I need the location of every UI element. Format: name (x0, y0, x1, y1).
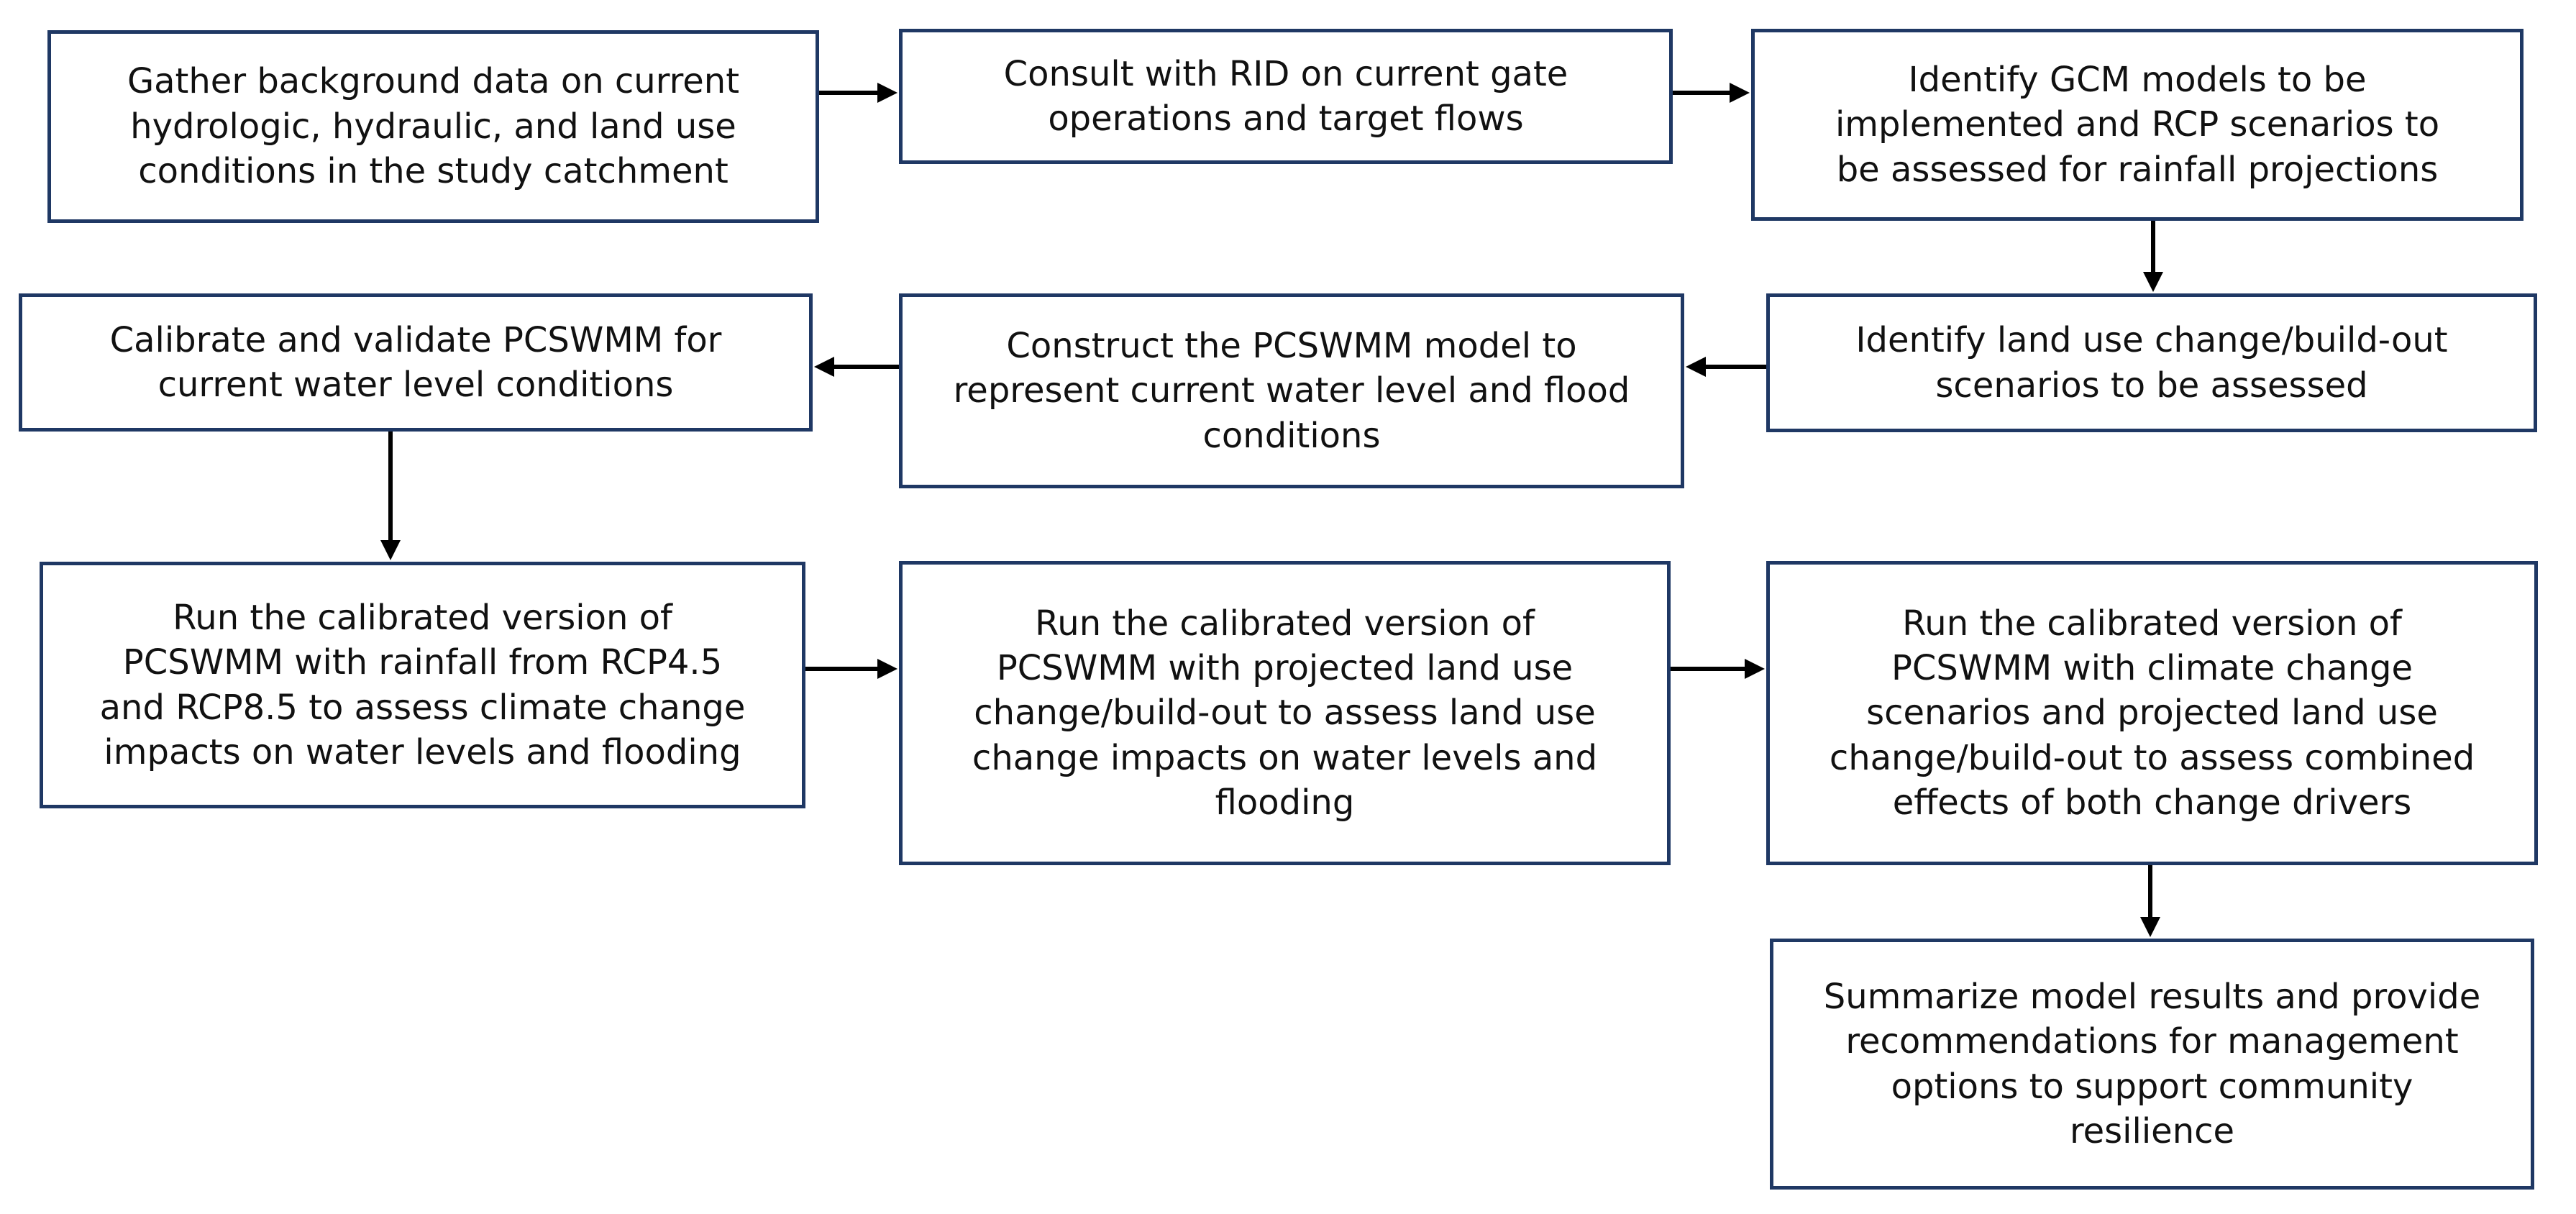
step-text: Summarize model results and provide reco… (1823, 976, 2481, 1151)
step-text: Calibrate and validate PCSWMM for curren… (109, 319, 722, 405)
arrow-s2-to-s3 (1673, 83, 1750, 103)
arrow-s3-to-s4 (2143, 221, 2163, 292)
step-run-land-use-change: Run the calibrated version of PCSWMM wit… (899, 561, 1671, 865)
step-consult-rid: Consult with RID on current gate operati… (899, 29, 1673, 164)
step-summarize-results: Summarize model results and provide reco… (1770, 939, 2534, 1190)
step-construct-pcswmm-model: Construct the PCSWMM model to represent … (899, 293, 1684, 488)
step-text: Construct the PCSWMM model to represent … (953, 325, 1630, 456)
step-text: Run the calibrated version of PCSWMM wit… (1829, 603, 2475, 823)
step-text: Run the calibrated version of PCSWMM wit… (972, 603, 1598, 823)
step-identify-land-use-scenarios: Identify land use change/build-out scena… (1766, 293, 2537, 432)
arrow-s1-to-s2 (819, 83, 898, 103)
step-text: Run the calibrated version of PCSWMM wit… (99, 597, 746, 772)
step-text: Gather background data on current hydrol… (127, 61, 740, 192)
arrow-s9-to-s10 (2140, 865, 2160, 937)
step-run-combined-effects: Run the calibrated version of PCSWMM wit… (1766, 561, 2538, 865)
arrow-s6-to-s7 (380, 432, 401, 560)
step-run-climate-change: Run the calibrated version of PCSWMM wit… (40, 562, 805, 808)
step-calibrate-validate: Calibrate and validate PCSWMM for curren… (19, 293, 813, 432)
step-text: Consult with RID on current gate operati… (1003, 53, 1568, 139)
step-text: Identify land use change/build-out scena… (1855, 320, 2448, 406)
step-gather-background-data: Gather background data on current hydrol… (47, 30, 819, 223)
arrow-s5-to-s6 (814, 357, 899, 377)
arrow-s7-to-s8 (805, 659, 898, 679)
step-identify-gcm-models: Identify GCM models to be implemented an… (1751, 29, 2524, 221)
arrow-s4-to-s5 (1686, 357, 1766, 377)
step-text: Identify GCM models to be implemented an… (1835, 59, 2440, 190)
arrow-s8-to-s9 (1671, 659, 1765, 679)
